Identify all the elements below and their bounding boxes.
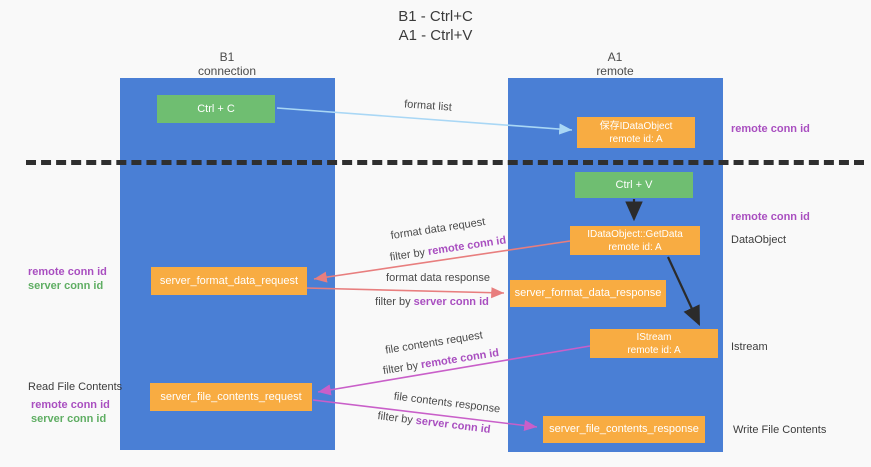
lane-header-a1: A1 remote xyxy=(550,50,680,78)
server-format-data-request-box: server_format_data_request xyxy=(151,267,307,295)
right-remote-conn-id-mid: remote conn id xyxy=(731,211,810,223)
lane-b1-subtitle: connection xyxy=(197,64,257,78)
getdata-line1: IDataObject::GetData xyxy=(587,228,683,240)
lane-a1-title: A1 xyxy=(607,50,623,64)
server-conn-id-key: server conn id xyxy=(413,296,489,308)
title-line-2: A1 - Ctrl+V xyxy=(398,27,473,44)
server-file-contents-request-label: server_file_contents_request xyxy=(160,390,302,403)
server-file-contents-request-box: server_file_contents_request xyxy=(150,383,312,411)
server-file-contents-response-label: server_file_contents_response xyxy=(549,423,699,435)
format-data-response-label: format data response xyxy=(386,272,490,284)
left-remote-conn-id-bottom: remote conn id xyxy=(31,399,110,411)
saved-idataobject-line2: remote id: A xyxy=(609,133,663,145)
lane-a1-subtitle: remote xyxy=(596,64,634,78)
left-remote-conn-id-mid: remote conn id xyxy=(28,266,107,278)
istream-box: IStream remote id: A xyxy=(590,329,718,358)
diagram-title: B1 - Ctrl+C A1 - Ctrl+V xyxy=(0,7,871,45)
right-istream-label: Istream xyxy=(731,341,768,353)
lane-header-b1: B1 connection xyxy=(162,50,292,78)
server-format-data-response-box: server_format_data_response xyxy=(510,280,666,307)
title-line-1: B1 - Ctrl+C xyxy=(398,8,473,25)
left-read-file-contents-label: Read File Contents xyxy=(28,381,123,393)
right-remote-conn-id-top: remote conn id xyxy=(731,123,810,135)
left-server-conn-id-bottom: server conn id xyxy=(31,413,107,425)
ctrl-c-label: Ctrl + C xyxy=(197,102,235,115)
left-server-conn-id-mid: server conn id xyxy=(28,280,104,292)
arrow-getdata-to-istream xyxy=(667,256,700,326)
ctrl-v-box: Ctrl + V xyxy=(575,172,693,198)
server-format-data-response-label: server_format_data_response xyxy=(514,287,662,299)
istream-line1: IStream xyxy=(636,331,672,343)
right-write-file-contents-label: Write File Contents xyxy=(733,424,827,436)
saved-idataobject-box: 保存IDataObject remote id: A xyxy=(577,117,695,148)
right-dataobject-label: DataObject xyxy=(731,234,787,246)
idataobject-getdata-box: IDataObject::GetData remote id: A xyxy=(570,226,700,255)
arrow-format-list xyxy=(276,107,573,135)
arrow-format-data-response xyxy=(305,287,505,299)
getdata-line2: remote id: A xyxy=(608,241,662,253)
phase-divider-dashed-line xyxy=(26,160,864,165)
ctrl-c-box: Ctrl + C xyxy=(157,95,275,123)
lane-b1-title: B1 xyxy=(219,50,235,64)
filter-prefix: filter by xyxy=(375,296,414,308)
arrow-file-contents-response xyxy=(312,399,538,432)
arrow-file-contents-request xyxy=(317,345,591,396)
ctrl-v-label: Ctrl + V xyxy=(615,178,653,191)
format-data-response-filter-label: filter by server conn id xyxy=(375,296,489,308)
saved-idataobject-line1: 保存IDataObject xyxy=(599,120,673,132)
server-format-data-request-label: server_format_data_request xyxy=(159,274,299,287)
istream-line2: remote id: A xyxy=(627,344,681,356)
arrow-format-data-request xyxy=(313,240,571,283)
server-file-contents-response-box: server_file_contents_response xyxy=(543,416,705,443)
